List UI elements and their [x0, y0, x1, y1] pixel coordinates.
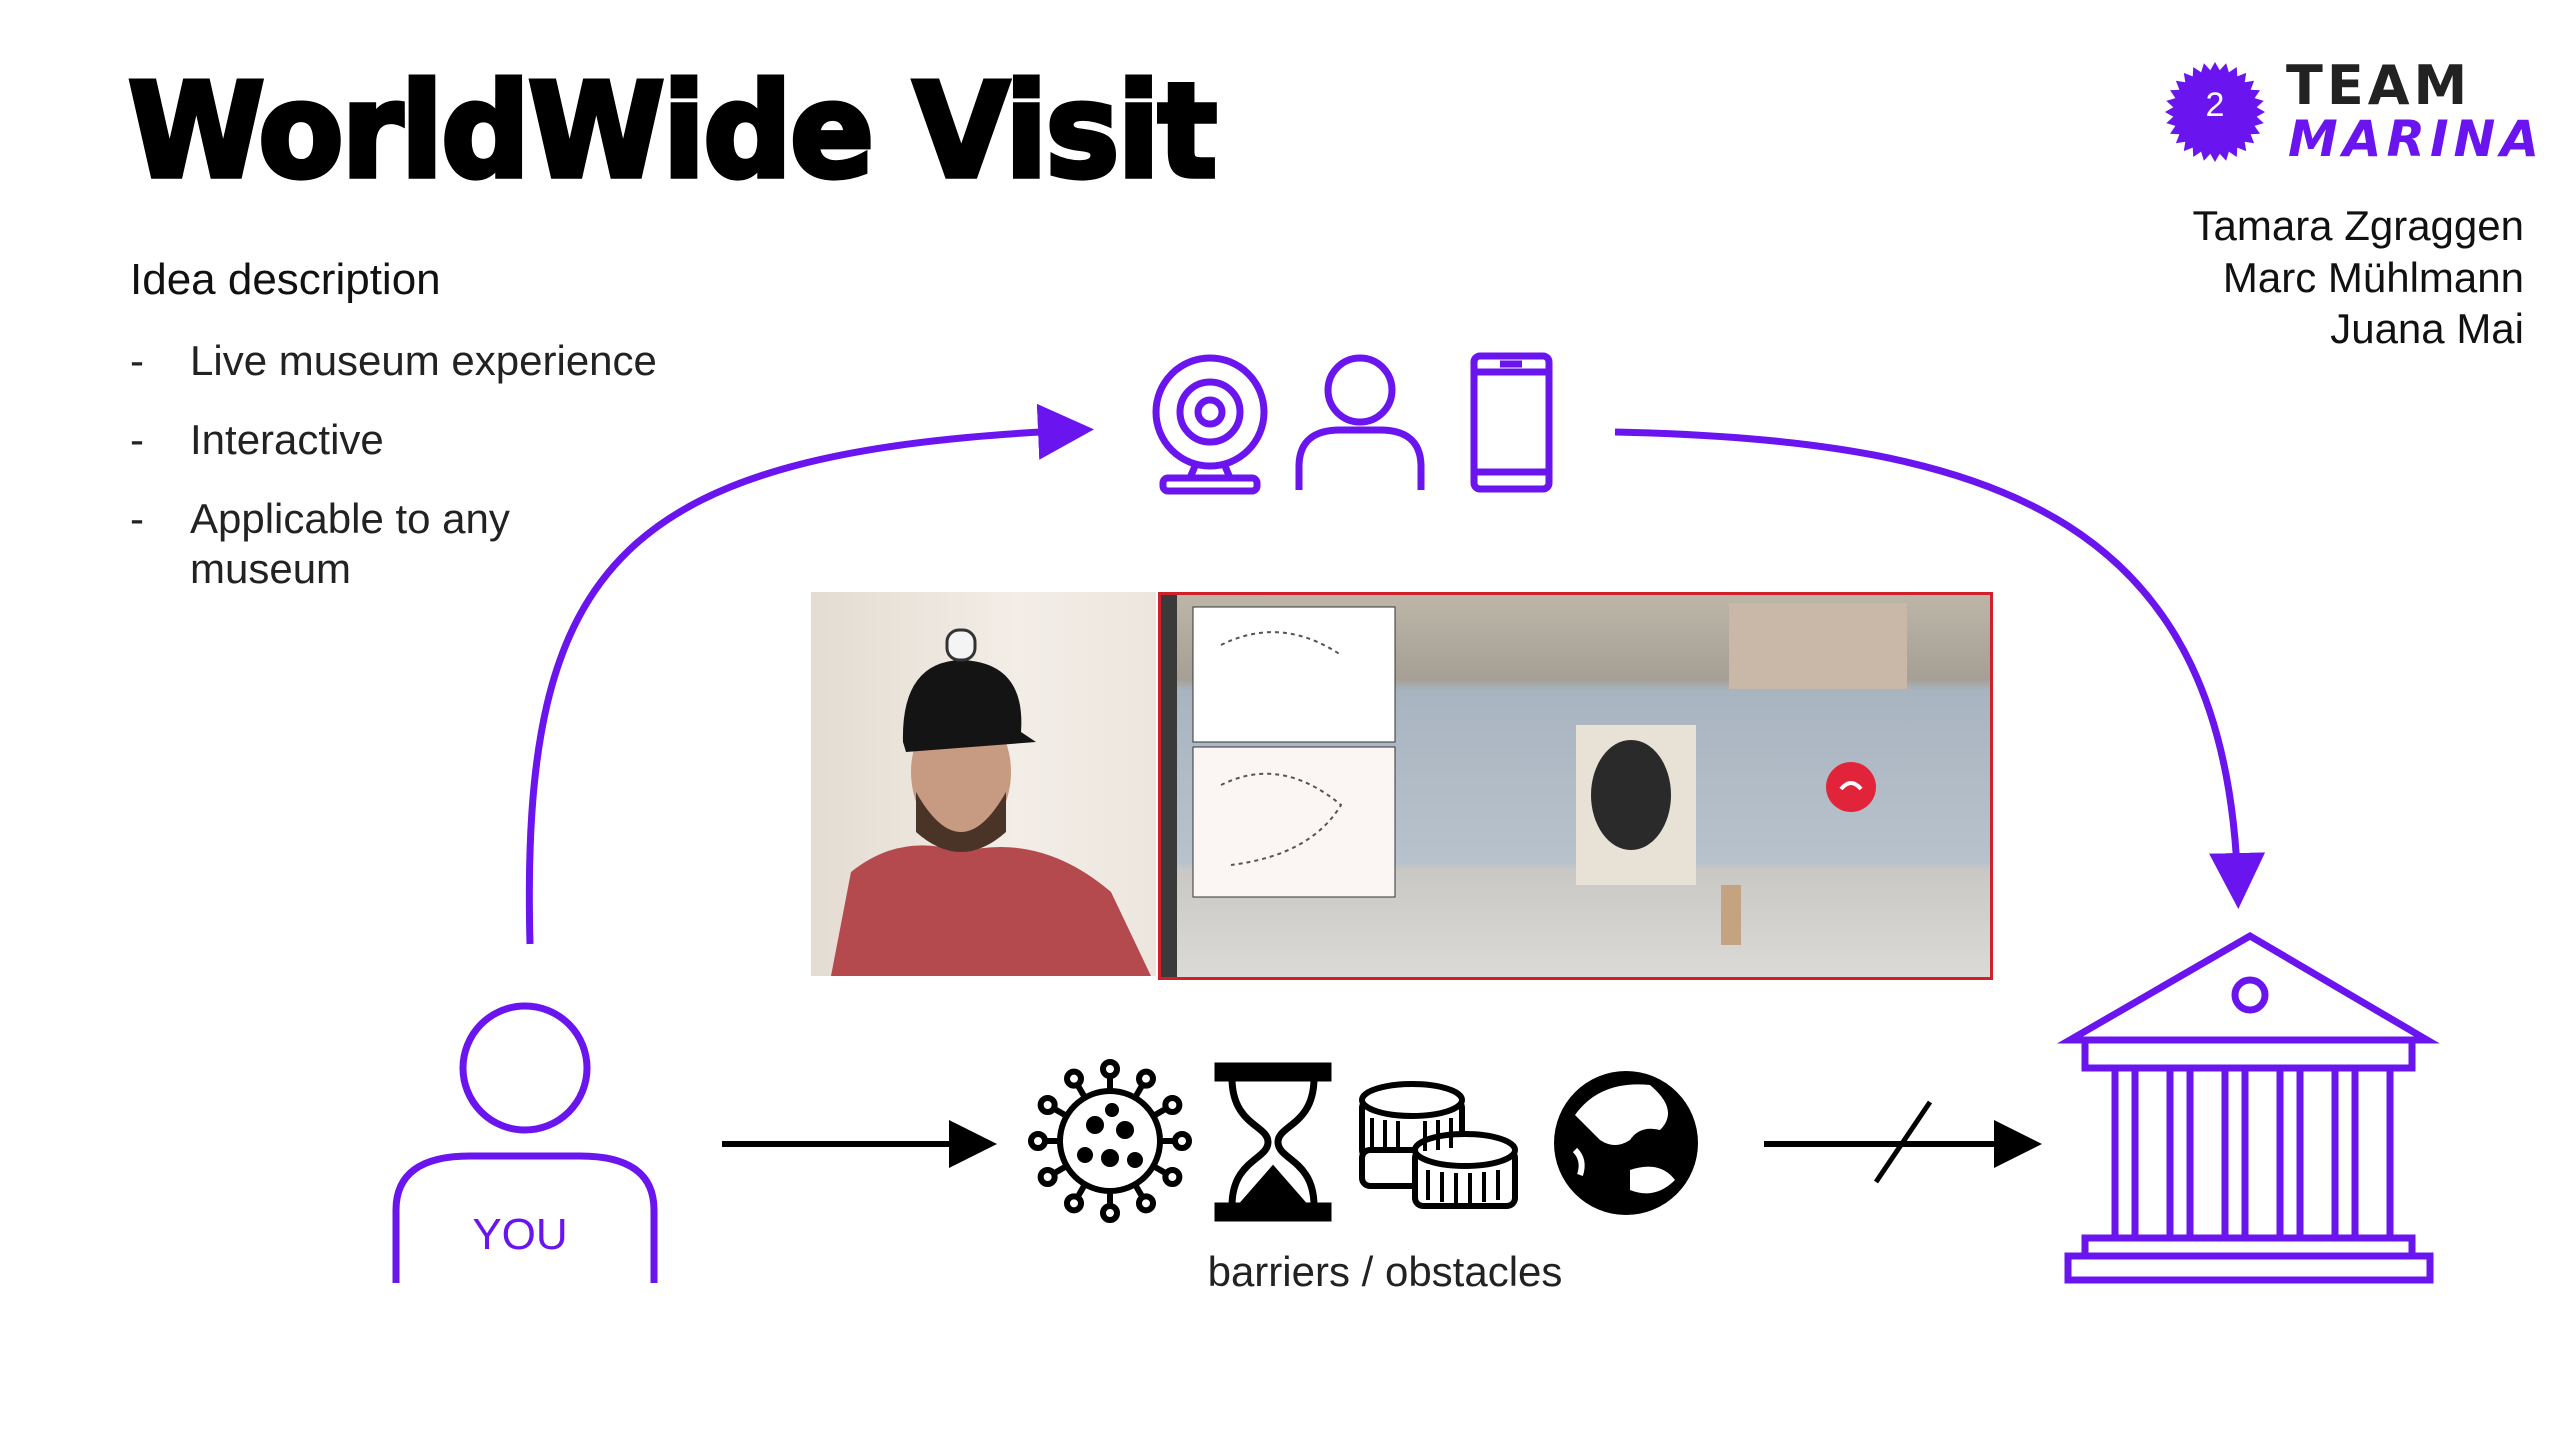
badge-number: 2	[2205, 86, 2225, 124]
team-member: Juana Mai	[2330, 305, 2524, 352]
bullet-dash: -	[130, 337, 144, 384]
floor-plan-heatmap	[1192, 746, 1396, 898]
virus-spike-tip	[1100, 1059, 1120, 1079]
slide-title: WorldWide Visit	[125, 56, 1219, 208]
virus-icon	[1028, 1059, 1192, 1223]
hourglass-icon	[1214, 1062, 1332, 1222]
arrow-you-to-remote	[525, 403, 1094, 945]
bullet-text: Interactive	[190, 416, 384, 463]
arrow-remote-to-museum	[1614, 428, 2266, 909]
virus-spike-tip	[1100, 1203, 1120, 1223]
phone-icon	[1470, 352, 1553, 493]
virus-spike-tip	[1064, 1068, 1084, 1089]
bullet-text: Applicable to any museum	[190, 495, 510, 592]
you-label: YOU	[472, 1210, 568, 1259]
bullet-dash: -	[130, 416, 144, 463]
blocked-arrow-icon	[1764, 1100, 2042, 1184]
virus-spike-tip	[1064, 1193, 1084, 1214]
video-call-screenshot	[1158, 592, 1993, 980]
person-icon	[1295, 354, 1425, 490]
team-member: Marc Mühlmann	[2222, 254, 2524, 301]
virus-spike-tip	[1162, 1095, 1183, 1115]
team-member: Tamara Zgraggen	[2192, 202, 2524, 249]
floor-plan-map	[1192, 606, 1396, 743]
you-person-icon	[392, 1002, 658, 1283]
virus-spike-tip	[1028, 1131, 1048, 1151]
virus-spike-tip	[1162, 1167, 1183, 1187]
idea-heading: Idea description	[130, 255, 441, 304]
museum-icon	[2056, 931, 2440, 1284]
team-logo-line1: TEAM	[2286, 54, 2472, 117]
team-logo-line2: MARINA	[2288, 110, 2545, 168]
webcam-icon	[1152, 354, 1268, 495]
team-badge-icon	[2165, 62, 2265, 162]
virus-spike-tip	[1037, 1167, 1058, 1187]
virus-spike-tip	[1136, 1068, 1156, 1089]
bullet-text: Live museum experience	[190, 337, 657, 384]
virus-spike-tip	[1172, 1131, 1192, 1151]
hang-up-icon	[1826, 762, 1876, 812]
coins-icon	[1359, 1081, 1518, 1209]
globe-icon	[1554, 1071, 1698, 1215]
virus-spike-tip	[1037, 1095, 1058, 1115]
virus-spike-tip	[1136, 1193, 1156, 1214]
bullet-dash: -	[130, 495, 144, 542]
barriers-label: barriers / obstacles	[1207, 1248, 1563, 1295]
caller-thumbnail	[1729, 603, 1907, 689]
visitor	[1721, 885, 1741, 945]
user-with-webcam-photo	[811, 592, 1156, 976]
